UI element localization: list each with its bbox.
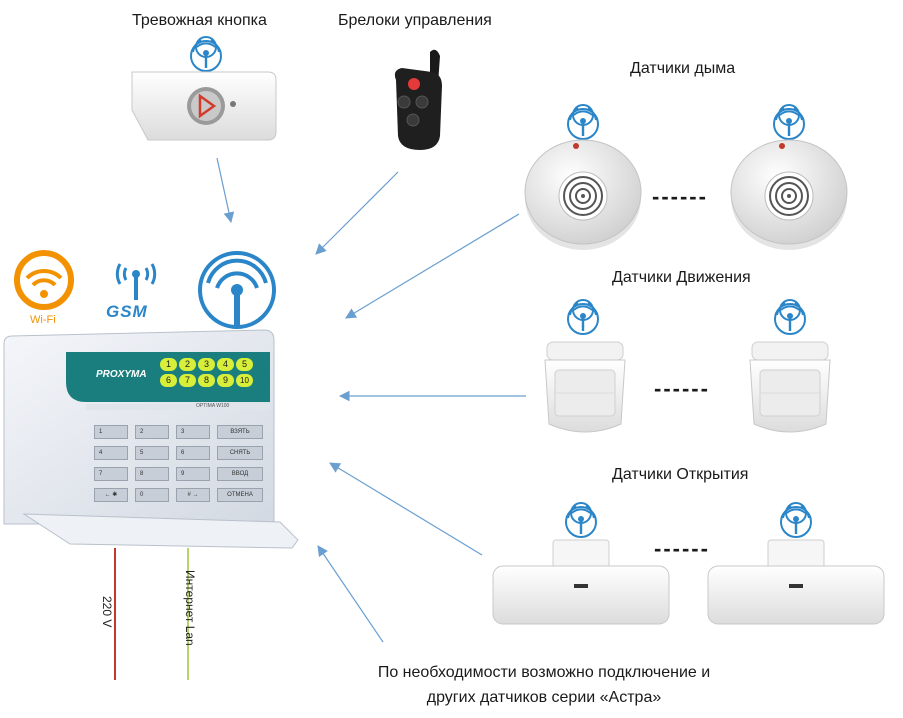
note-line-1: По необходимости возможно подключение и	[377, 664, 711, 681]
wifi-label: Wi-Fi	[30, 314, 56, 326]
gsm-icon	[115, 263, 157, 300]
lan-label: Интернет Lan	[183, 570, 197, 646]
key-6: 6	[176, 446, 210, 460]
arrow-opening	[329, 462, 483, 556]
arrow-other	[317, 545, 384, 643]
key-enter: ВВОД	[217, 467, 263, 481]
panel-radio-icon	[198, 251, 276, 329]
smoke-detector-1	[524, 104, 642, 251]
motion-ellipsis: ------	[654, 376, 710, 401]
key-5: 5	[135, 446, 169, 460]
key-1: 1	[94, 425, 128, 439]
key-arm: ВЗЯТЬ	[217, 425, 263, 439]
note-line-2: других датчиков серии «Астра»	[426, 689, 662, 706]
indicator: 6	[160, 374, 177, 387]
key-7: 7	[94, 467, 128, 481]
key-fobs-label: Брелоки управления	[338, 12, 492, 29]
indicator: 5	[236, 358, 253, 371]
panic-button-label: Тревожная кнопка	[132, 12, 267, 29]
opening-label: Датчики Открытия	[612, 466, 749, 483]
key-cancel: ОТМЕНА	[217, 488, 263, 502]
indicator: 4	[217, 358, 234, 371]
key-4: 4	[94, 446, 128, 460]
key-hash: # →	[176, 488, 210, 502]
power-label: 220 V	[100, 596, 114, 628]
key-0: 0	[135, 488, 169, 502]
smoke-label: Датчики дыма	[630, 60, 736, 77]
arrow-panic	[216, 157, 235, 224]
key-9: 9	[176, 467, 210, 481]
panic-button-device	[131, 36, 277, 141]
indicator: 8	[198, 374, 215, 387]
model-label: OPTIMA W100	[196, 403, 230, 409]
indicator: 9	[217, 374, 234, 387]
key-2: 2	[135, 425, 169, 439]
indicator: 10	[236, 374, 253, 387]
indicator: 3	[198, 358, 215, 371]
opening-detector-2	[707, 502, 885, 625]
indicator-grid: 1 2 3 4 5 6 7 8 9 10	[160, 358, 256, 387]
key-8: 8	[135, 467, 169, 481]
motion-label: Датчики Движения	[612, 269, 751, 286]
motion-detector-1	[544, 299, 626, 433]
indicator: 2	[179, 358, 196, 371]
key-3: 3	[176, 425, 210, 439]
opening-detector-1	[492, 502, 670, 625]
brand-logo: PROXYMA	[96, 369, 147, 380]
wifi-icon	[14, 250, 74, 310]
arrow-smoke	[345, 213, 520, 319]
motion-detector-2	[749, 299, 831, 433]
note-text: По необходимости возможно подключение и …	[344, 660, 744, 710]
opening-ellipsis: ------	[654, 536, 710, 561]
keypad: 1 2 3 ВЗЯТЬ 4 5 6 СНЯТЬ 7 8 9 ВВОД ← ✱ 0…	[94, 425, 263, 502]
indicator: 7	[179, 374, 196, 387]
key-star: ← ✱	[94, 488, 128, 502]
smoke-ellipsis: ------	[652, 184, 708, 209]
gsm-label: GSM	[106, 302, 148, 321]
arrow-keyfob	[315, 171, 399, 255]
indicator: 1	[160, 358, 177, 371]
smoke-detector-2	[730, 104, 848, 251]
key-disarm: СНЯТЬ	[217, 446, 263, 460]
key-fob-device	[394, 49, 442, 150]
